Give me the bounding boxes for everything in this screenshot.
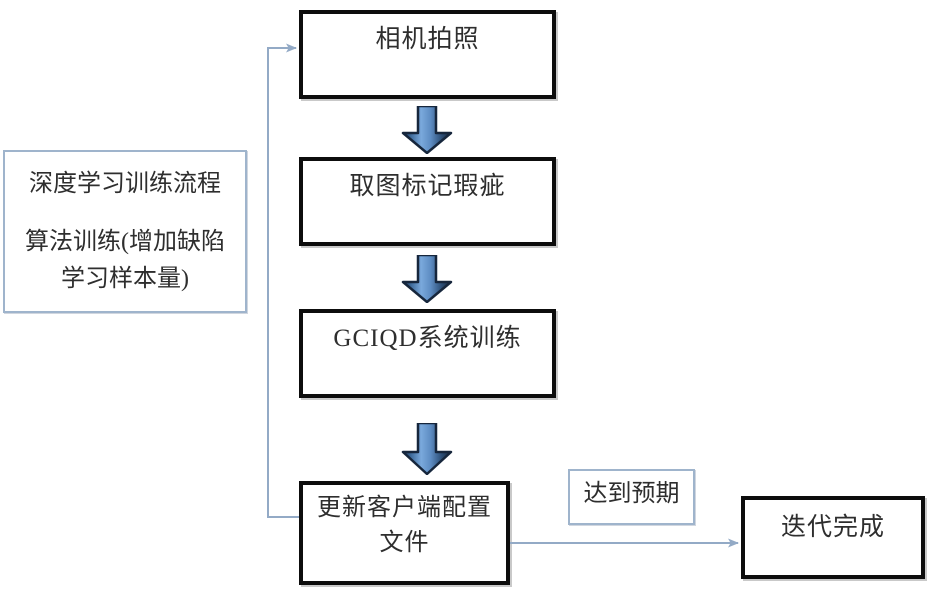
node-image-defect-marking[interactable]: 取图标记瑕疵	[299, 157, 556, 246]
note-training-flow: 深度学习训练流程 算法训练(增加缺陷 学习样本量)	[3, 150, 247, 313]
note-training-flow-line2: 算法训练(增加缺陷 学习样本量)	[25, 229, 225, 292]
block-arrow-down-icon-3	[401, 423, 453, 475]
note-expectation-met-label: 达到预期	[583, 481, 680, 507]
node-camera-capture[interactable]: 相机拍照	[299, 10, 556, 99]
note-expectation-met: 达到预期	[568, 469, 695, 525]
edge-feedback-loop	[267, 43, 299, 518]
block-arrow-down-icon-2	[401, 255, 453, 303]
node-iteration-complete[interactable]: 迭代完成	[741, 496, 925, 579]
node-camera-capture-label: 相机拍照	[375, 26, 480, 53]
node-gciqd-system-training[interactable]: GCIQD系统训练	[299, 309, 556, 398]
node-update-client-config[interactable]: 更新客户端配置 文件	[299, 481, 510, 585]
block-arrow-down-icon-1	[401, 106, 453, 154]
note-training-flow-line1: 深度学习训练流程	[29, 171, 221, 197]
node-image-defect-marking-label: 取图标记瑕疵	[349, 173, 506, 200]
node-gciqd-system-training-label: GCIQD系统训练	[333, 325, 522, 352]
node-iteration-complete-label: 迭代完成	[780, 514, 885, 541]
node-update-client-config-label: 更新客户端配置 文件	[317, 495, 492, 556]
